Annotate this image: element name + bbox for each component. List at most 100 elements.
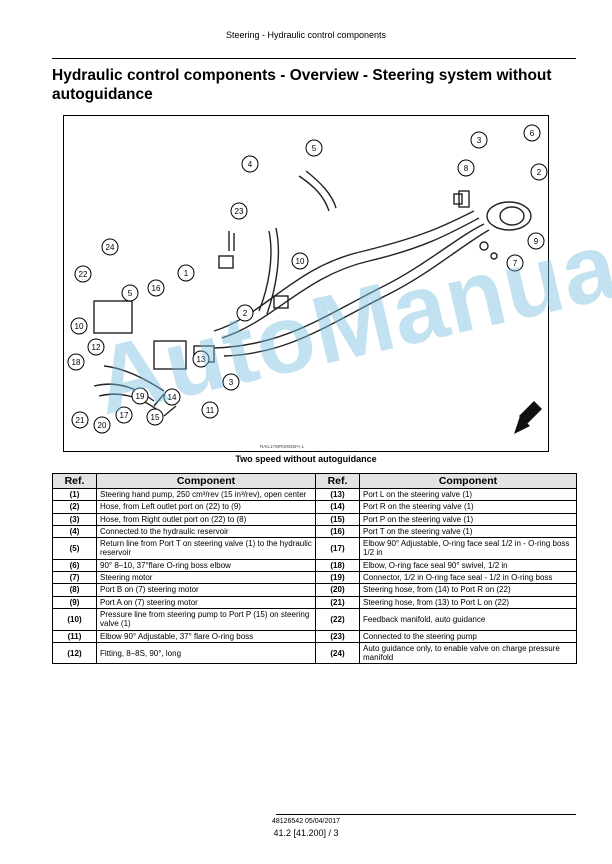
ref-cell: (14) [315,500,360,514]
table-row: (5)Return line from Port T on steering v… [52,537,577,560]
callout-label: 14 [168,393,177,402]
callout-3: 3 [470,131,488,149]
component-cell: Connector, 1/2 in O-ring face seal - 1/2… [359,571,577,585]
callout-7: 7 [506,254,524,272]
component-cell: Hose, from Right outlet port on (22) to … [96,512,316,526]
ref-cell: (8) [52,583,97,597]
callout-label: 3 [477,136,482,145]
callout-label: 11 [206,406,215,415]
hydraulic-diagram: 5 4 2 3 10 24 22 1 16 5 10 2 12 18 13 3 1… [63,115,549,452]
component-cell: Elbow, O-ring face seal 90° swivel, 1/2 … [359,558,577,573]
component-cell: Port L on the steering valve (1) [359,487,577,502]
callout-1: 1 [177,264,195,282]
callout-2: 2 [530,163,548,181]
callout-22: 22 [74,265,92,283]
callout-11: 11 [201,401,219,419]
callout-20: 20 [93,416,111,434]
component-cell: Auto guidance only, to enable valve on c… [359,641,577,665]
component-cell: Return line from Port T on steering valv… [96,537,316,560]
callout-2-low: 2 [236,304,254,322]
ref-cell: (24) [315,641,360,665]
column-header: Ref. [315,473,360,489]
callout-14: 14 [163,388,181,406]
callout-label: 16 [152,284,161,293]
component-cell: Steering hand pump, 250 cm³/rev (15 in³/… [96,487,316,502]
document-number: 48126542 05/04/2017 [271,818,341,825]
ref-cell: (5) [52,537,97,560]
callout-label: 24 [106,243,115,252]
column-header: Ref. [52,473,97,489]
component-cell: Elbow 90° Adjustable, 37° flare O-ring b… [96,629,316,643]
component-cell: Port T on the steering valve (1) [359,524,577,539]
component-cell: Port B on (7) steering motor [96,583,316,597]
callout-label: 5 [128,289,133,298]
figure-caption: Two speed without autoguidance [235,454,377,464]
callout-17: 17 [115,406,133,424]
callout-12: 12 [87,338,105,356]
component-cell: Port P on the steering valve (1) [359,512,577,526]
ref-cell: (4) [52,524,97,539]
component-cell: 90° 8–10, 37°flare O-ring boss elbow [96,558,316,573]
ref-cell: (20) [315,583,360,597]
component-cell: Steering hose, from (14) to Port R on (2… [359,583,577,597]
table-header-row: Ref. Component Ref. Component [52,473,577,489]
table-row: (3)Hose, from Right outlet port on (22) … [52,512,577,526]
callout-label: 15 [151,413,160,422]
ref-cell: (23) [315,629,360,643]
callout-label: 3 [229,378,234,387]
callout-label: 20 [98,421,107,430]
ref-cell: (11) [52,629,97,643]
callout-label: 7 [513,259,518,268]
component-cell: Hose, from Left outlet port on (22) to (… [96,500,316,514]
ref-cell: (1) [52,487,97,502]
ref-cell: (2) [52,500,97,514]
component-cell: Fitting, 8–8S, 90°, long [96,641,316,665]
callout-label: 10 [296,257,305,266]
component-cell: Feedback manifold, auto guidance [359,607,577,631]
callout-label: 8 [464,164,469,173]
callout-3-low: 3 [222,373,240,391]
callout-9: 9 [527,232,545,250]
table-row: (9)Port A on (7) steering motor(21)Steer… [52,595,577,609]
callout-label: 13 [197,355,206,364]
callout-label: 2 [537,168,542,177]
ref-cell: (6) [52,558,97,573]
callout-label: 10 [75,322,84,331]
component-table: Ref. Component Ref. Component (1)Steerin… [52,473,577,665]
ref-cell: (10) [52,607,97,631]
page-header: Steering - Hydraulic control components [225,30,387,40]
ref-cell: (18) [315,558,360,573]
component-cell: Connected to the hydraulic reservoir [96,524,316,539]
callout-21: 21 [71,411,89,429]
table-row: (4)Connected to the hydraulic reservoir(… [52,524,577,539]
ref-cell: (3) [52,512,97,526]
component-cell: Pressure line from steering pump to Port… [96,607,316,631]
component-cell: Connected to the steering pump [359,629,577,643]
callout-18: 18 [67,353,85,371]
ref-cell: (15) [315,512,360,526]
callout-19: 19 [131,387,149,405]
table-row: (7)Steering motor(19)Connector, 1/2 in O… [52,571,577,585]
callout-6: 6 [523,124,541,142]
callout-10-top: 10 [291,252,309,270]
callout-label: 4 [248,160,253,169]
callout-label: 22 [79,270,88,279]
callout-label: 21 [76,416,85,425]
ref-cell: (22) [315,607,360,631]
table-row: (2)Hose, from Left outlet port on (22) t… [52,500,577,514]
column-header: Component [359,473,577,489]
callout-label: 5 [312,144,317,153]
callout-label: 2 [243,309,248,318]
callout-15: 15 [146,408,164,426]
component-cell: Port R on the steering valve (1) [359,500,577,514]
callout-13: 13 [192,350,210,368]
ref-cell: (9) [52,595,97,609]
callout-label: 12 [92,343,101,352]
ref-cell: (16) [315,524,360,539]
callout-5: 5 [305,139,323,157]
component-cell: Steering hose, from (13) to Port L on (2… [359,595,577,609]
component-cell: Steering motor [96,571,316,585]
column-header: Component [96,473,316,489]
ref-cell: (13) [315,487,360,502]
table-row: (6)90° 8–10, 37°flare O-ring boss elbow(… [52,558,577,573]
